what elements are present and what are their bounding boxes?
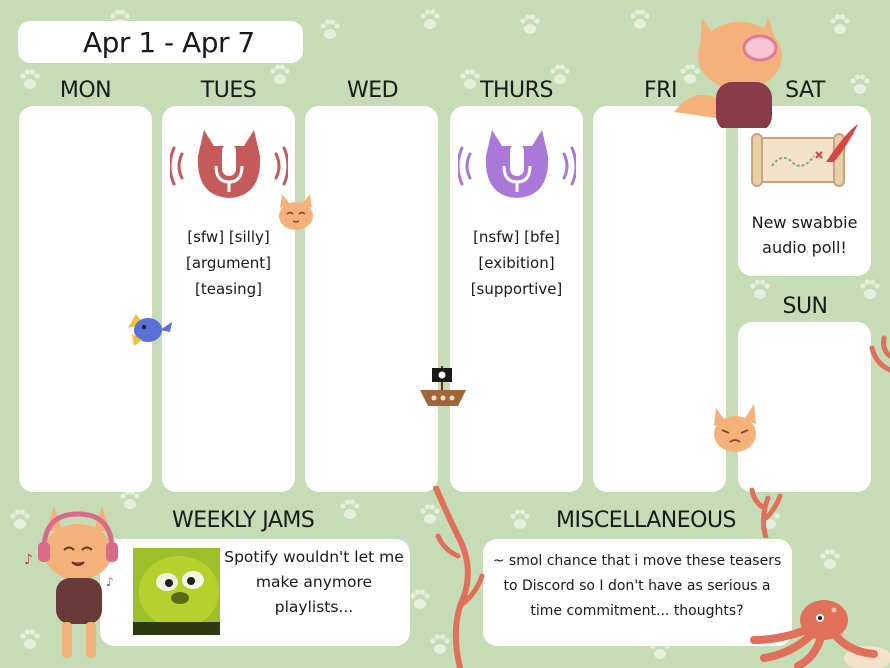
- misc-note-line: time commitment... thoughts?: [530, 603, 744, 619]
- day-label-mon: MON: [59, 78, 112, 103]
- day-label-sun: SUN: [782, 294, 828, 319]
- pirate-ship-icon: [420, 366, 466, 406]
- day-column-wed: [305, 106, 438, 492]
- weekly-jams-box: Spotify wouldn't let me make anymore pla…: [100, 539, 410, 646]
- day-label-wed: WED: [346, 78, 399, 103]
- tag-line: [sfw] [silly]: [187, 228, 270, 246]
- miscellaneous-box: ~ smol chance that i move these teasers …: [483, 539, 792, 646]
- cat-with-headphones-icon: ♪ ♪: [24, 506, 118, 658]
- day-column-thurs: [nsfw] [bfe] [exibition] [supportive]: [450, 106, 583, 492]
- day-label-sat: SAT: [785, 78, 825, 103]
- date-range-banner: Apr 1 - Apr 7: [18, 21, 303, 63]
- jams-note-line: Spotify wouldn't let me: [224, 548, 404, 566]
- svg-text:♪: ♪: [24, 552, 33, 568]
- date-range-text: Apr 1 - Apr 7: [83, 25, 255, 59]
- day-column-fri: [593, 106, 726, 492]
- weekly-jams-heading: WEEKLY JAMS: [172, 508, 315, 533]
- octopus-icon: [750, 600, 890, 668]
- fish-icon: [128, 314, 172, 346]
- tag-line: [argument]: [185, 254, 272, 272]
- tag-line: [nsfw] [bfe]: [473, 228, 560, 246]
- day-column-sun: [738, 322, 871, 492]
- jams-note-line: playlists...: [274, 598, 354, 616]
- misc-note-line: ~ smol chance that i move these teasers: [492, 553, 782, 569]
- coral-edge-icon: [869, 335, 890, 373]
- day-column-sat: New swabbie audio poll!: [738, 106, 871, 276]
- day-label-fri: FRI: [644, 78, 677, 103]
- cat-microphone-icon: [458, 130, 576, 198]
- grumpy-cat-face-icon: [714, 404, 756, 452]
- coral-seaweed-icon: [433, 486, 485, 668]
- meme-face-thumbnail: [133, 548, 220, 635]
- svg-text:♪: ♪: [106, 575, 114, 589]
- cat-face-sticker-icon: [279, 194, 313, 230]
- cat-microphone-icon: [170, 130, 288, 198]
- coral-branch-icon: [749, 487, 783, 538]
- day-label-thurs: THURS: [480, 78, 553, 103]
- jams-note-line: make anymore: [255, 573, 373, 591]
- sat-note-line: New swabbie: [751, 213, 858, 232]
- miscellaneous-heading: MISCELLANEOUS: [556, 508, 737, 533]
- day-column-mon: [19, 106, 152, 492]
- sat-note-line: audio poll!: [762, 238, 847, 257]
- tag-line: [exibition]: [478, 254, 555, 272]
- day-column-tues: [sfw] [silly] [argument] [teasing]: [162, 106, 295, 492]
- cat-villager-with-glasses-icon: [674, 16, 782, 128]
- misc-note-line: to Discord so I don't have as serious a: [503, 578, 771, 594]
- map-scroll-icon: [751, 124, 858, 187]
- tag-line: [teasing]: [194, 280, 263, 298]
- day-label-tues: TUES: [200, 78, 257, 103]
- tag-line: [supportive]: [470, 280, 563, 298]
